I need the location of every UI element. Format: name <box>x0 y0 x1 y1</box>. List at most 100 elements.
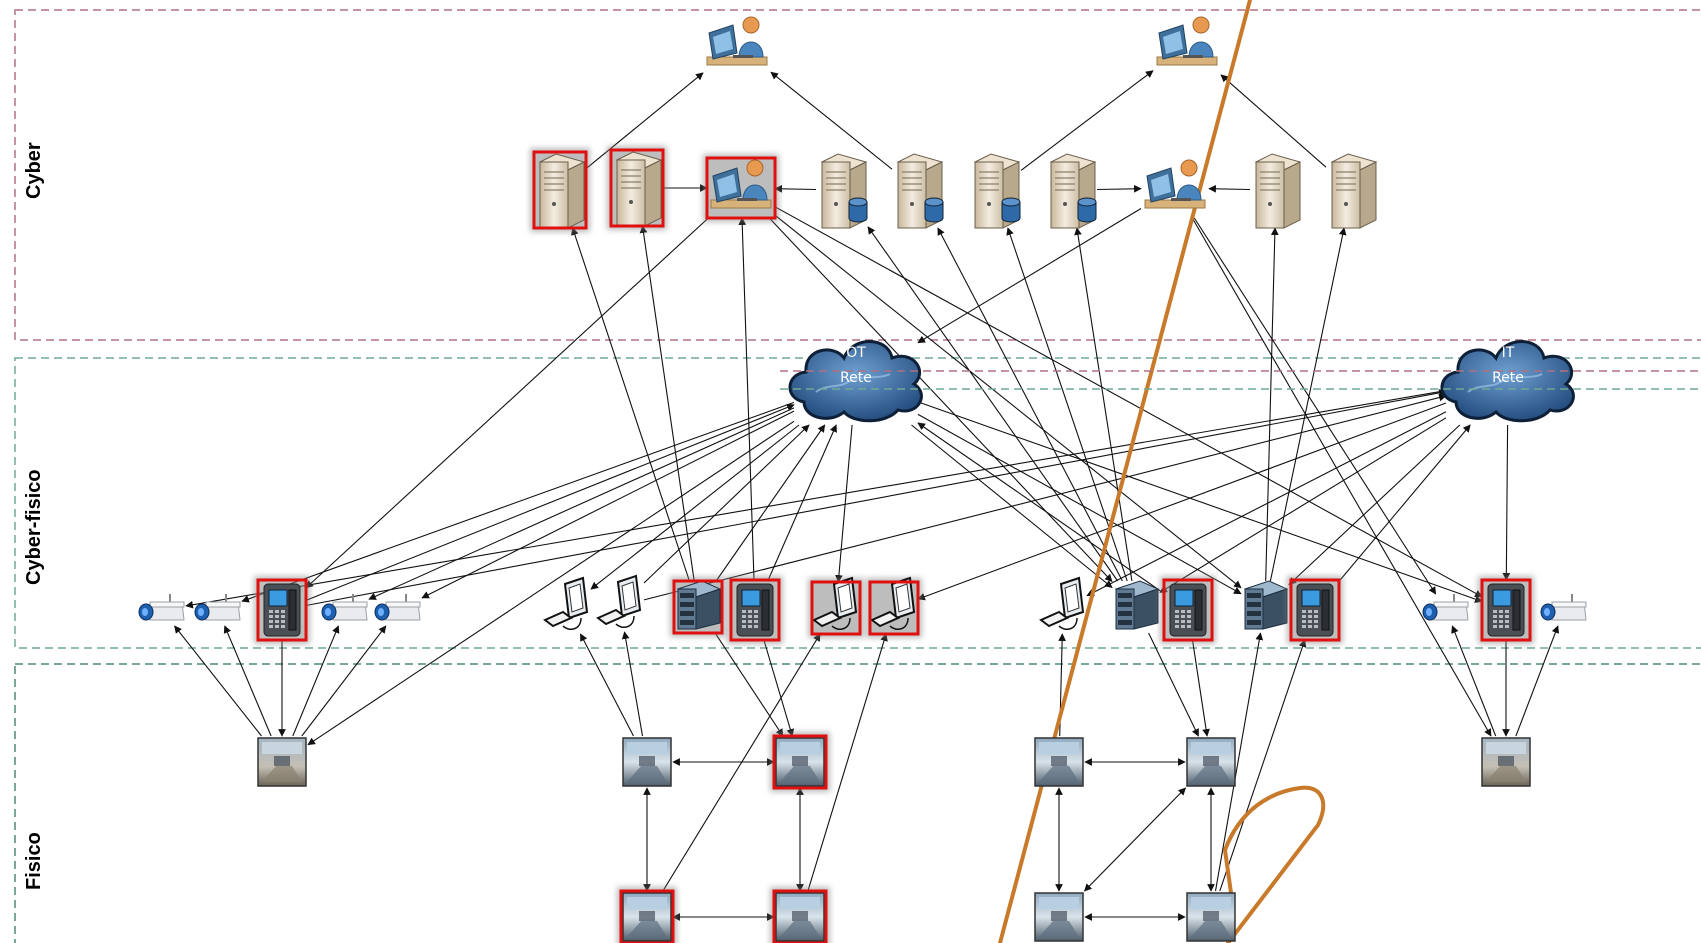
edge-s4-opB <box>1220 74 1327 168</box>
node-c6-security-camera-icon[interactable] <box>1540 594 1587 621</box>
edge-ot-p3 <box>835 424 853 583</box>
node-opA-operator-workstation-icon[interactable] <box>706 16 768 66</box>
nodes <box>138 16 1700 943</box>
room-photo-icon <box>622 892 672 942</box>
node-p2-desktop-pc-icon[interactable] <box>596 574 642 629</box>
node-f7-room-photo-icon[interactable] <box>1034 892 1084 942</box>
server-icon <box>538 153 586 229</box>
node-f0-room-photo-icon[interactable] <box>257 737 307 787</box>
compromised-highlight <box>729 578 781 642</box>
node-b5-badge-reader-icon[interactable] <box>1478 576 1534 644</box>
edge-s1-opA <box>585 72 704 170</box>
node-c4-security-camera-icon[interactable] <box>374 594 421 621</box>
badge-reader-icon <box>1296 583 1334 637</box>
operator-workstation-icon <box>1156 16 1218 66</box>
edge-f9-c6 <box>1515 625 1560 737</box>
edge-op1-r2 <box>768 217 1113 583</box>
database-server-icon <box>973 153 1021 229</box>
desktop-pc-icon <box>1039 576 1085 631</box>
edge-p2-ot <box>643 424 810 584</box>
node-s2-server-icon[interactable] <box>607 146 667 230</box>
node-f9-room-photo-icon[interactable] <box>1481 737 1531 787</box>
desktop-pc-icon <box>870 576 916 631</box>
edge-r3-s4 <box>1269 227 1347 582</box>
node-f6-room-photo-icon[interactable] <box>1186 737 1236 787</box>
compromised-highlight <box>256 578 308 642</box>
edge-b1-ot <box>305 403 795 601</box>
node-f4-room-photo-icon[interactable] <box>770 887 830 943</box>
server-icon <box>1330 153 1378 229</box>
fisico-layer <box>14 663 1701 943</box>
node-r3-rack-server-icon[interactable] <box>1243 580 1289 630</box>
edge-op1-r3 <box>774 214 1242 589</box>
edge-f0-c2 <box>223 625 272 737</box>
badge-reader-icon <box>1169 583 1207 637</box>
node-f8-room-photo-icon[interactable] <box>1186 892 1236 942</box>
edge-r3-s3 <box>1265 227 1279 582</box>
cyber-layer <box>14 9 1701 341</box>
node-p3-desktop-pc-icon[interactable] <box>808 576 864 638</box>
edge-ot-c2 <box>241 401 795 603</box>
node-b2-badge-reader-icon[interactable] <box>727 576 783 644</box>
compromised-highlight <box>532 150 588 230</box>
edge-d2-opA <box>770 71 893 170</box>
node-d2-database-server-icon[interactable] <box>896 153 944 229</box>
edge-b2-f2 <box>763 639 795 737</box>
node-f3-room-photo-icon[interactable] <box>617 887 677 943</box>
node-b1-badge-reader-icon[interactable] <box>254 576 310 644</box>
node-it-network-cloud-icon[interactable] <box>1440 340 1575 423</box>
room-photo-icon <box>775 737 825 787</box>
rack-server-icon <box>1114 580 1160 630</box>
badge-reader-icon <box>1487 583 1525 637</box>
edge-f1-p2 <box>621 631 644 737</box>
node-c3-security-camera-icon[interactable] <box>321 594 368 621</box>
edge-b1-it <box>305 389 1447 607</box>
desktop-pc-icon <box>596 574 642 629</box>
edge-r1-ot <box>715 424 826 582</box>
edge-r2-d1 <box>867 226 1119 582</box>
node-c5-security-camera-icon[interactable] <box>1422 594 1469 621</box>
compromised-highlight <box>772 734 828 790</box>
edge-it-p5 <box>1086 411 1447 597</box>
edge-d4-op2 <box>1096 184 1142 193</box>
node-ot-network-cloud-icon[interactable] <box>788 340 923 423</box>
node-c2-security-camera-icon[interactable] <box>194 594 241 621</box>
node-r1-rack-server-icon[interactable] <box>670 577 726 637</box>
it-network-label-1: IT <box>1502 345 1515 361</box>
node-d3-database-server-icon[interactable] <box>973 153 1021 229</box>
node-c1-security-camera-icon[interactable] <box>138 594 185 621</box>
node-p4-desktop-pc-icon[interactable] <box>866 576 922 638</box>
edge-ot-f0 <box>307 420 795 746</box>
node-b3-badge-reader-icon[interactable] <box>1160 576 1216 644</box>
node-op1-operator-workstation-icon[interactable] <box>703 154 779 222</box>
node-s1-server-icon[interactable] <box>530 148 590 232</box>
node-p5-desktop-pc-icon[interactable] <box>1039 576 1085 631</box>
database-server-icon <box>820 153 868 229</box>
ot-network-label-1: OT <box>846 345 866 361</box>
edge-d1-op1 <box>774 184 817 193</box>
edge-op2-ot <box>917 208 1142 344</box>
edge-ot-c4 <box>421 410 795 599</box>
room-photo-icon <box>1186 737 1236 787</box>
compromised-highlight <box>868 580 920 636</box>
node-d4-database-server-icon[interactable] <box>1049 153 1097 229</box>
node-f1-room-photo-icon[interactable] <box>622 737 672 787</box>
room-photo-icon <box>622 737 672 787</box>
edge-f8-b4 <box>1219 639 1307 892</box>
attack-path <box>998 0 1326 943</box>
node-op2-operator-workstation-icon[interactable] <box>1144 159 1206 209</box>
node-d1-database-server-icon[interactable] <box>820 153 868 229</box>
node-p1-desktop-pc-icon[interactable] <box>543 576 589 631</box>
node-s3-server-icon[interactable] <box>1254 153 1302 229</box>
node-f2-room-photo-icon[interactable] <box>770 732 830 792</box>
room-photo-icon <box>775 892 825 942</box>
node-opB-operator-workstation-icon[interactable] <box>1156 16 1218 66</box>
compromised-highlight <box>1289 578 1341 642</box>
operator-workstation-icon <box>710 159 772 209</box>
node-f5-room-photo-icon[interactable] <box>1034 737 1084 787</box>
room-photo-icon <box>1034 892 1084 942</box>
node-b4-badge-reader-icon[interactable] <box>1287 576 1343 644</box>
compromised-highlight <box>672 579 724 635</box>
node-r2-rack-server-icon[interactable] <box>1114 580 1160 630</box>
node-s4-server-icon[interactable] <box>1330 153 1378 229</box>
